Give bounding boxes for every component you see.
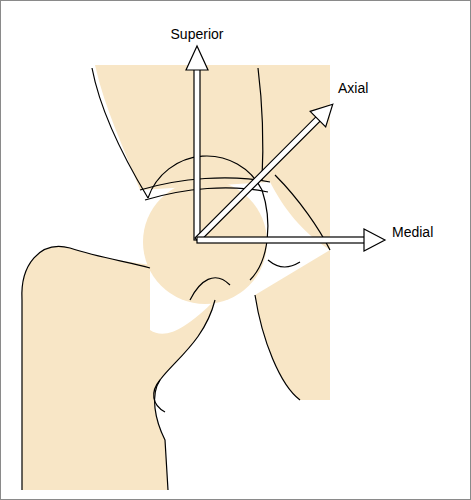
axis-label: Medial — [392, 224, 433, 240]
axis-label: Superior — [171, 26, 224, 42]
medial-shaft — [197, 237, 365, 243]
axis-arrows — [186, 46, 385, 251]
axis-label: Axial — [338, 80, 368, 96]
bone-outline — [22, 68, 330, 490]
superior-head — [186, 46, 208, 70]
bone-fill — [22, 65, 330, 490]
axial-shaft — [195, 116, 321, 242]
medial-head — [364, 229, 385, 251]
superior-shaft — [194, 69, 200, 240]
axial-head — [310, 96, 340, 126]
